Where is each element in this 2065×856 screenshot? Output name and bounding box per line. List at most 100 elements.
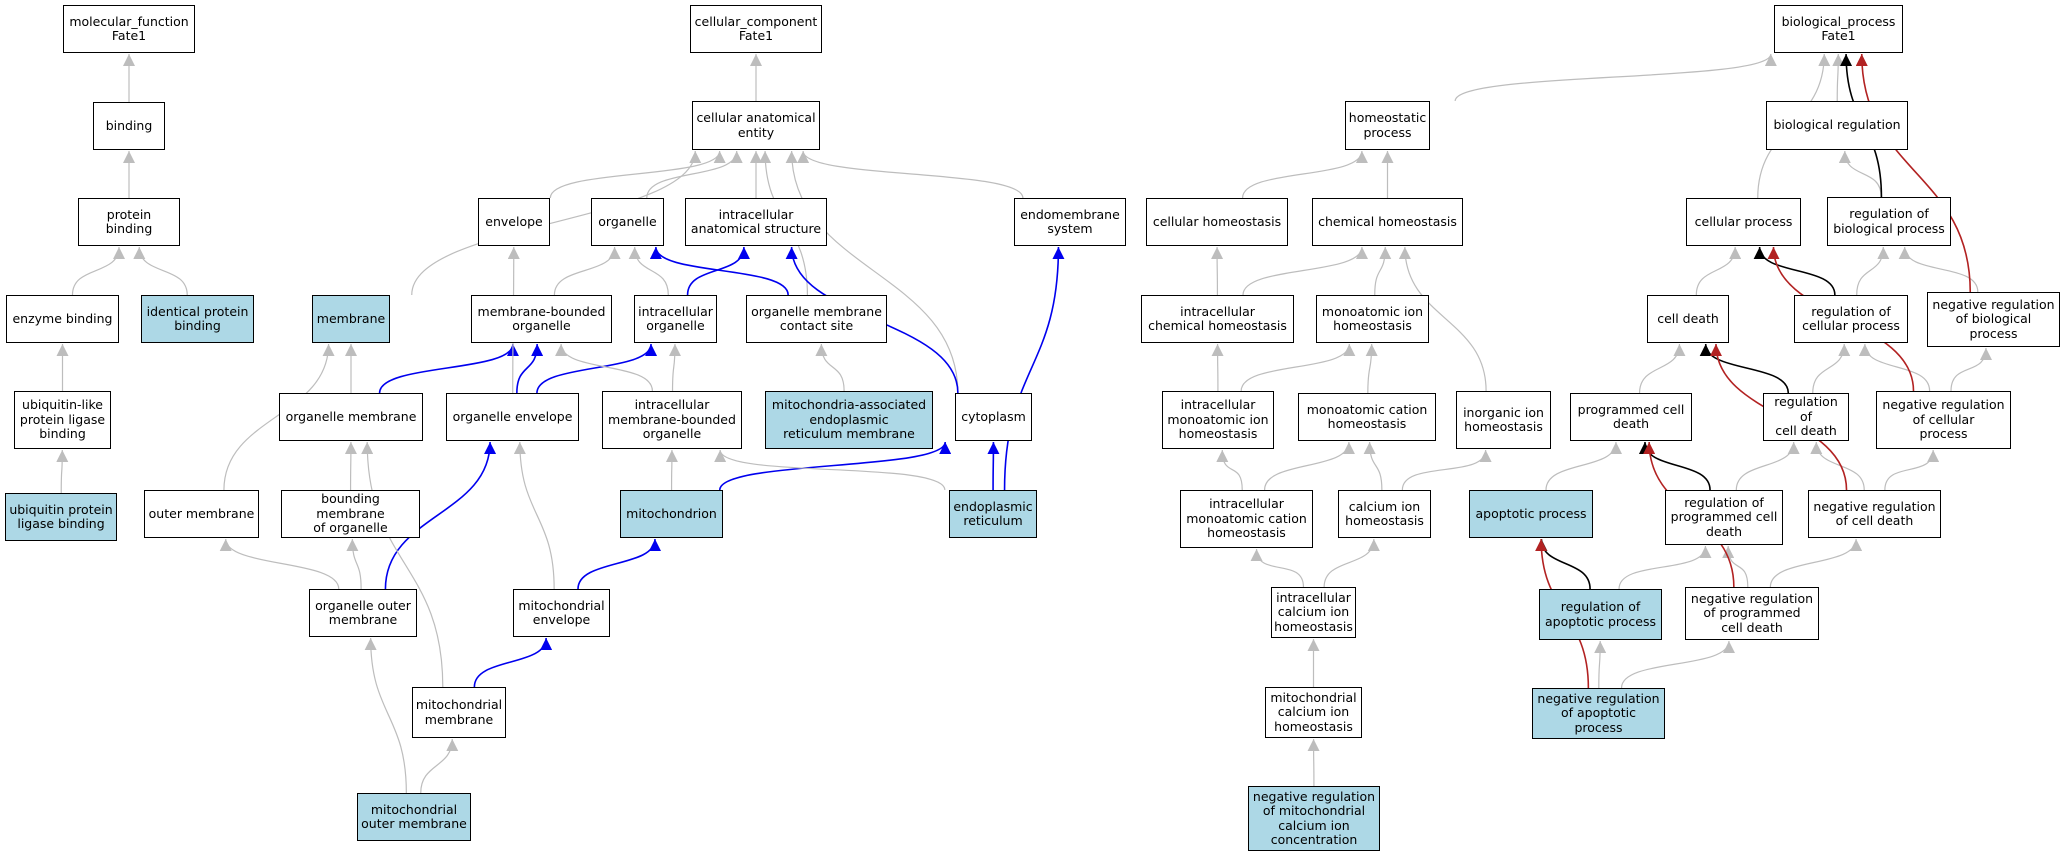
go-term-binding[interactable]: binding [93,102,165,150]
go-term-rbp[interactable]: regulation of biological process [1827,197,1951,246]
go-term-cc[interactable]: cellular_component Fate1 [690,5,822,53]
go-term-bioreg[interactable]: biological regulation [1766,101,1908,150]
go-term-mbo[interactable]: membrane-bounded organelle [471,295,612,343]
edge-rcd-to-cell-death [1699,343,1790,394]
edge-omcs-to-organelle [649,246,789,296]
edge-rcp-to-cellular-process [1753,246,1836,296]
go-term-cae[interactable]: cellular anatomical entity [692,101,820,150]
edge-mito-envelope-to-mitochondrion [577,538,661,590]
edge-rcp-to-rbp [1856,246,1890,296]
edge-nrap-to-nrpcd [1620,640,1735,689]
go-term-organelle[interactable]: organelle [591,198,664,246]
go-term-organelle-membrane[interactable]: organelle membrane [279,393,423,441]
go-term-cell-death[interactable]: cell death [1647,295,1729,343]
go-term-icmac[interactable]: intracellular monoatomic cation homeosta… [1180,490,1313,548]
go-term-nrap[interactable]: negative regulation of apoptotic process [1532,688,1665,739]
edge-iccalcium-to-icmac [1250,548,1305,588]
edge-icchem-to-chemical-homeostasis [1242,246,1368,296]
go-term-io[interactable]: intracellular organelle [634,295,717,343]
go-term-mito-membrane[interactable]: mitochondrial membrane [412,687,506,738]
edge-organelle-to-cae [646,150,743,199]
go-term-cellular-homeostasis[interactable]: cellular homeostasis [1146,198,1288,246]
edge-calcium-to-inorganic [1401,449,1492,491]
edge-mito-membrane-to-organelle-membrane [361,441,444,688]
go-term-mito-envelope[interactable]: mitochondrial envelope [513,589,610,637]
go-term-calcium[interactable]: calcium ion homeostasis [1338,490,1431,538]
go-term-ubl-ligase-binding[interactable]: ubiquitin-like protein ligase binding [14,391,111,449]
go-term-mai[interactable]: monoatomic ion homeostasis [1316,295,1429,343]
edge-mai-to-chemical-homeostasis [1374,246,1392,296]
go-term-rcd[interactable]: regulation of cell death [1763,393,1849,441]
go-term-organelle-envelope[interactable]: organelle envelope [446,393,579,441]
edge-organelle-envelope-to-io [536,343,658,394]
go-term-bp[interactable]: biological_process Fate1 [1774,5,1903,53]
edge-envelope-to-cae [549,150,726,199]
edge-nrpcd-to-nrcd [1769,538,1863,588]
edge-ub-ligase-binding-to-ubl-ligase-binding [56,449,69,494]
go-term-mam[interactable]: mitochondria-associated endoplasmic reti… [765,391,933,449]
edge-io-to-ias [686,246,750,296]
go-term-icmai[interactable]: intracellular monoatomic ion homeostasis [1162,391,1274,449]
edge-imbo-to-mbo [555,343,654,392]
go-term-nrcp[interactable]: negative regulation of cellular process [1876,391,2011,449]
go-term-ias[interactable]: intracellular anatomical structure [685,198,827,246]
go-term-homeostatic[interactable]: homeostatic process [1345,101,1430,150]
go-term-cytoplasm[interactable]: cytoplasm [955,393,1032,441]
go-term-bmo[interactable]: bounding membrane of organelle [281,490,420,538]
go-term-nrbp[interactable]: negative regulation of biological proces… [1927,292,2060,347]
go-term-enzyme-binding[interactable]: enzyme binding [6,295,119,343]
go-term-membrane[interactable]: membrane [312,295,390,343]
go-term-endomembrane[interactable]: endomembrane system [1014,198,1126,246]
go-term-rcp[interactable]: regulation of cellular process [1794,295,1908,343]
edge-mbo-to-organelle [553,246,621,296]
go-term-rap[interactable]: regulation of apoptotic process [1539,589,1662,640]
edge-rpcd-to-rcd [1735,441,1800,491]
go-term-oom[interactable]: organelle outer membrane [309,589,417,637]
go-term-icchem[interactable]: intracellular chemical homeostasis [1141,295,1294,343]
edge-calcium-to-mac [1363,441,1383,491]
edge-er-to-endomembrane [1003,246,1065,491]
edge-endomembrane-to-cae [797,150,1024,199]
edge-apoptotic-to-pcd [1545,441,1622,491]
go-term-mitocalcium[interactable]: mitochondrial calcium ion homeostasis [1265,687,1362,738]
edge-mom-to-oom [364,637,407,794]
go-term-imbo[interactable]: intracellular membrane-bounded organelle [602,391,742,449]
go-term-er[interactable]: endoplasmic reticulum [949,490,1037,538]
go-term-nrmcic[interactable]: negative regulation of mitochondrial cal… [1248,786,1380,851]
edge-cellular-homeostasis-to-homeostatic [1241,150,1368,199]
go-term-identical-protein-binding[interactable]: identical protein binding [141,295,254,343]
go-term-rpcd[interactable]: regulation of programmed cell death [1665,490,1783,545]
go-term-envelope[interactable]: envelope [478,198,550,246]
edge-bioreg-to-bp [1832,53,1845,102]
go-term-pcd[interactable]: programmed cell death [1570,393,1692,441]
go-term-iccalcium[interactable]: intracellular calcium ion homeostasis [1271,587,1356,638]
go-term-ub-ligase-binding[interactable]: ubiquitin protein ligase binding [5,493,117,541]
go-term-apoptotic[interactable]: apoptotic process [1469,490,1593,538]
edge-nrap-to-rap [1594,640,1607,689]
go-term-inorganic[interactable]: inorganic ion homeostasis [1456,391,1551,449]
edge-inorganic-to-chemical-homeostasis [1398,246,1487,392]
edge-iccalcium-to-calcium [1323,538,1380,588]
edge-organelle-membrane-to-mbo [378,343,519,394]
edge-icmac-to-icmai [1216,449,1243,491]
edge-nrcp-to-rcp [1858,343,1931,392]
go-term-chemical-homeostasis[interactable]: chemical homeostasis [1312,198,1463,246]
edge-oom-to-bmo [346,538,362,590]
edge-enzyme-binding-to-protein-binding [71,246,126,296]
go-term-outer-membrane[interactable]: outer membrane [144,490,259,538]
go-term-mac[interactable]: monoatomic cation homeostasis [1298,393,1436,441]
go-term-nrpcd[interactable]: negative regulation of programmed cell d… [1685,587,1819,640]
edge-mam-to-omcs [815,343,845,392]
edge-cell-death-to-cellular-process [1695,246,1742,296]
go-term-mf[interactable]: molecular_function Fate1 [63,5,195,53]
go-term-omcs[interactable]: organelle membrane contact site [746,295,887,343]
edge-mom-to-mito-membrane [420,738,459,794]
go-term-mitochondrion[interactable]: mitochondrion [620,490,723,538]
go-term-nrcd[interactable]: negative regulation of cell death [1808,490,1941,538]
edge-mito-membrane-to-mito-envelope [473,637,553,688]
go-term-protein-binding[interactable]: protein binding [78,198,180,246]
edge-nrcd-to-nrcp [1884,449,1940,491]
go-term-mom[interactable]: mitochondrial outer membrane [357,793,471,841]
go-term-cellular-process[interactable]: cellular process [1686,198,1801,246]
